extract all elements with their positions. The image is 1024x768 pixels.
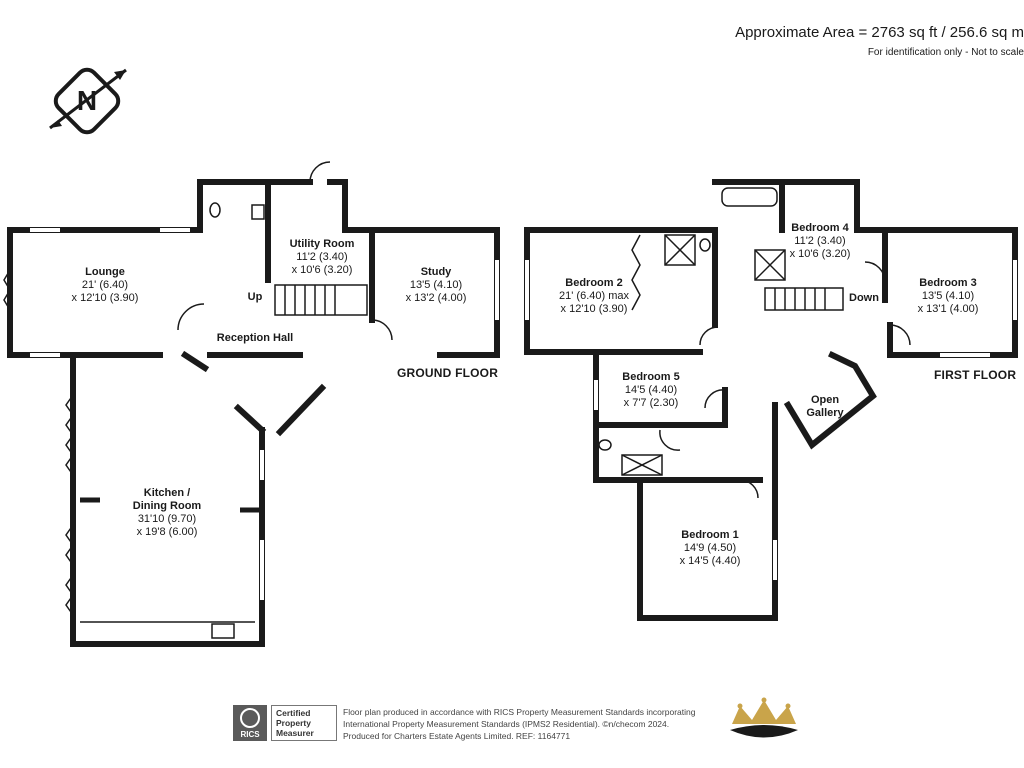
north-compass-icon: N: [49, 67, 127, 135]
room-kitchen-dining: Kitchen / Dining Room 31'10 (9.70)x 19'8…: [132, 487, 202, 538]
footer-credits: Floor plan produced in accordance with R…: [343, 707, 696, 741]
first-floor-walls: [524, 179, 1018, 621]
room-open-gallery: Open Gallery: [806, 394, 844, 419]
stairs-up-label: Up: [247, 291, 263, 303]
room-bedroom-5: Bedroom 5 14'5 (4.40)x 7'7 (2.30): [622, 371, 680, 409]
ground-floor-walls: [7, 179, 500, 647]
room-bedroom-1: Bedroom 1 14'9 (4.50)x 14'5 (4.40): [679, 529, 741, 567]
room-reception-hall: Reception Hall: [216, 332, 294, 344]
rics-word: RICS: [240, 730, 260, 739]
stairs-down-label: Down: [849, 292, 879, 304]
scale-note: For identification only - Not to scale: [867, 47, 1024, 58]
approximate-area: Approximate Area = 2763 sq ft / 256.6 sq…: [735, 24, 1024, 41]
compass-letter: N: [77, 85, 97, 116]
first-floor-label: FIRST FLOOR: [934, 368, 1017, 382]
room-bedroom-4: Bedroom 4 11'2 (3.40)x 10'6 (3.20): [789, 222, 851, 260]
room-study: Study 13'5 (4.10)x 13'2 (4.00): [405, 266, 467, 304]
room-bedroom-3: Bedroom 3 13'5 (4.10)x 13'1 (4.00): [917, 277, 979, 315]
rics-emblem-icon: [240, 708, 260, 728]
crown-logo-icon: [730, 697, 798, 738]
ground-floor-details: [3, 161, 499, 639]
first-floor-details: [525, 187, 1017, 580]
room-lounge: Lounge 21' (6.40)x 12'10 (3.90): [71, 266, 139, 304]
room-utility: Utility Room 11'2 (3.40)x 10'6 (3.20): [289, 238, 355, 276]
ground-floor-label: GROUND FLOOR: [397, 366, 499, 380]
